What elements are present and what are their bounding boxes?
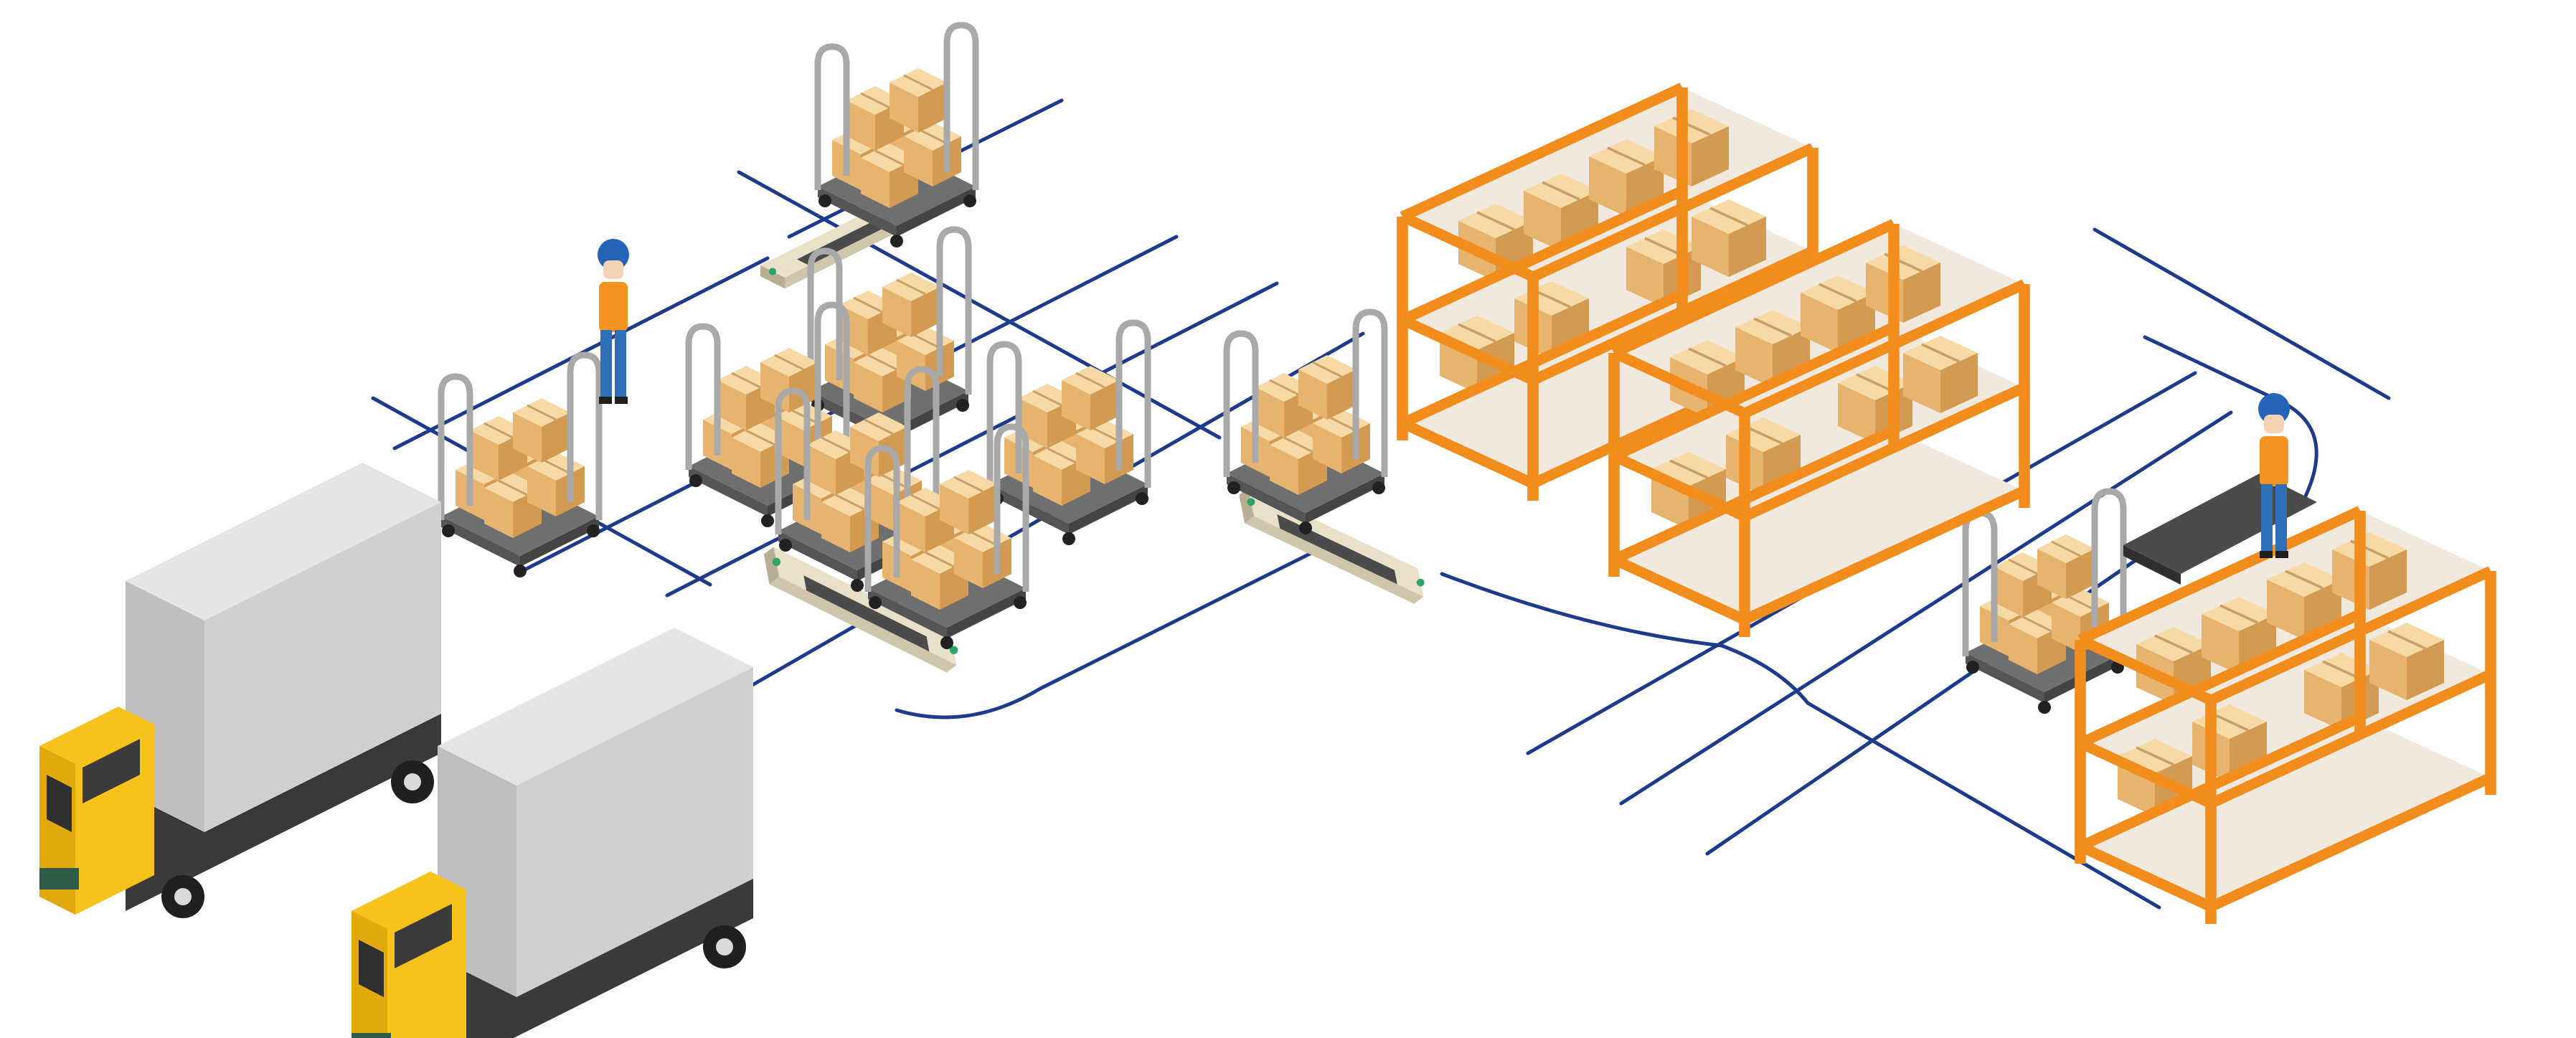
cart-right bbox=[1966, 491, 2124, 714]
worker-pushing-cart bbox=[598, 239, 629, 404]
cart-top bbox=[818, 25, 976, 247]
shelf-right bbox=[2080, 511, 2491, 924]
worker-at-shelf bbox=[2258, 393, 2290, 558]
truck-left bbox=[39, 463, 441, 918]
